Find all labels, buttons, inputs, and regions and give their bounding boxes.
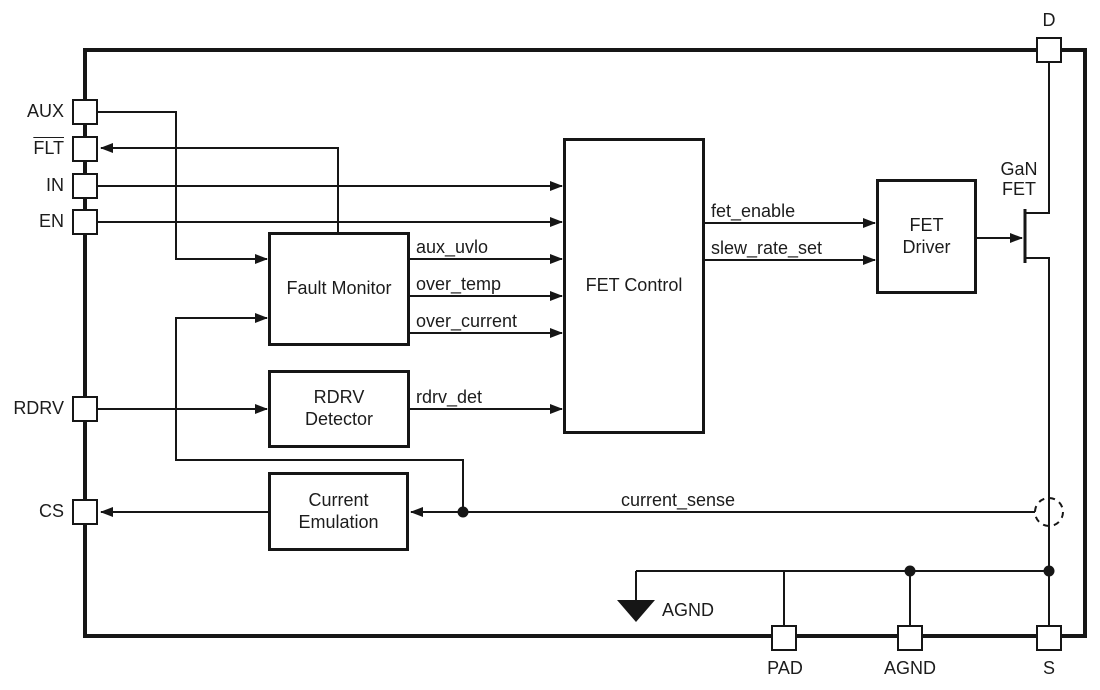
block-current-emulation-label-line1: Current (308, 489, 369, 510)
pin-pad-label: PAD (767, 658, 803, 678)
signal-over-current-label: over_current (416, 311, 518, 331)
wire-current-sense-to-fault-monitor (175, 313, 464, 512)
pin-in (72, 173, 98, 199)
pin-rdrv (72, 396, 98, 422)
junction-dot-s (1043, 565, 1055, 577)
block-fet-driver-label-line2: Driver (902, 236, 951, 257)
junction-dot-current-sense (457, 506, 469, 518)
pin-cs-label: CS (38, 501, 64, 521)
gan-fet-label: GaN FET (988, 159, 1050, 199)
chip-boundary (83, 48, 1087, 638)
pin-flt (72, 136, 98, 162)
pin-flt-label: FLT (0, 138, 64, 159)
agnd-ground-symbol (617, 600, 655, 622)
block-rdrv-detector: RDRV Detector (268, 370, 410, 448)
wire-fault-monitor-to-flt (100, 143, 339, 233)
pin-s-label: S (1042, 658, 1055, 678)
signal-over-temp-label: over_temp (416, 274, 502, 294)
pin-in-label: IN (46, 175, 64, 195)
pin-d (1036, 37, 1062, 63)
block-fet-control-label: FET Control (585, 275, 683, 296)
block-fault-monitor: Fault Monitor (268, 232, 410, 346)
block-rdrv-detector-label-line1: RDRV (313, 387, 365, 408)
pin-aux (72, 99, 98, 125)
block-fet-control: FET Control (563, 138, 705, 434)
pin-pad (771, 625, 797, 651)
pin-en (72, 209, 98, 235)
signal-rdrv-det-label: rdrv_det (416, 387, 483, 407)
gan-fet-label-line2: FET (1002, 179, 1036, 199)
signal-fet-enable-label: fet_enable (711, 201, 796, 221)
pin-flt-label-text: FLT (33, 138, 64, 158)
pin-cs (72, 499, 98, 525)
block-fet-driver: FET Driver (876, 179, 977, 294)
pin-s (1036, 625, 1062, 651)
signal-slew-rate-set-label: slew_rate_set (711, 238, 823, 258)
block-fault-monitor-label: Fault Monitor (286, 278, 392, 299)
block-current-emulation-label-line2: Emulation (298, 511, 379, 532)
pin-aux-label: AUX (26, 101, 64, 121)
block-fet-driver-label-line1: FET (909, 214, 944, 235)
current-sense-tap-circle (1034, 497, 1064, 527)
pin-d-label: D (1042, 10, 1056, 30)
pin-agnd-label: AGND (883, 658, 936, 678)
agnd-symbol-label: AGND (662, 600, 715, 620)
block-rdrv-detector-label-line2: Detector (304, 409, 374, 429)
gan-fet-label-line1: GaN (1000, 159, 1038, 179)
pin-agnd (897, 625, 923, 651)
signal-current-sense-label: current_sense (621, 490, 736, 510)
pin-rdrv-label: RDRV (13, 398, 64, 418)
wire-d-to-drain (1026, 63, 1050, 214)
pin-en-label: EN (38, 211, 64, 231)
wire-source-to-s (1026, 257, 1050, 626)
signal-aux-uvlo-label: aux_uvlo (416, 237, 489, 257)
block-current-emulation: Current Emulation (268, 472, 409, 551)
junction-dot-agnd (904, 565, 916, 577)
